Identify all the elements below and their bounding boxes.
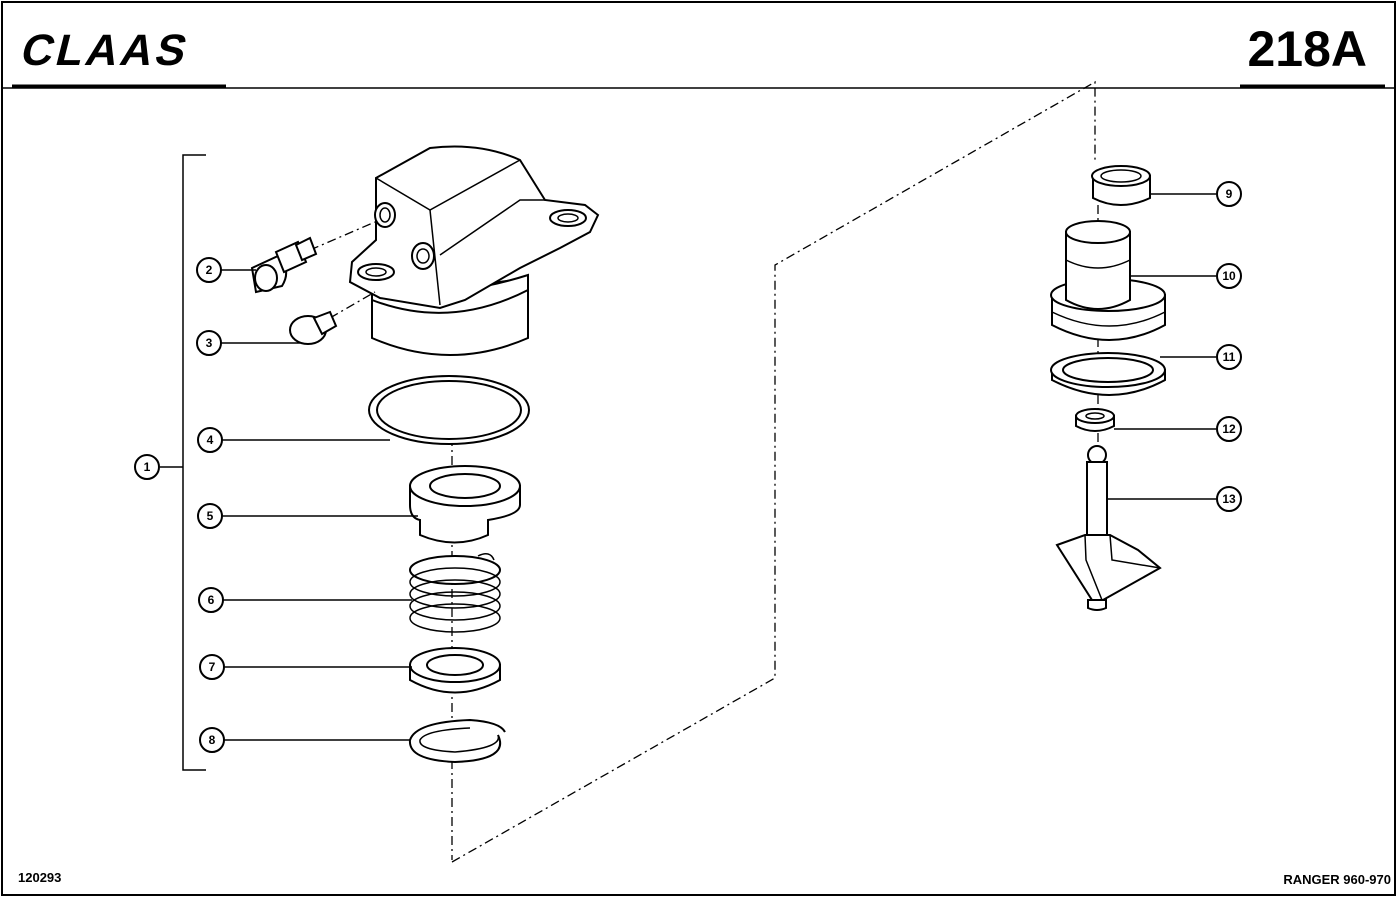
bushing-part	[409, 465, 521, 544]
callout-9-label: 9	[1226, 187, 1233, 201]
seal-ring-part	[1050, 352, 1166, 396]
page-number: 218A	[1247, 21, 1367, 77]
callout-8-label: 8	[209, 733, 216, 747]
callout-3-label: 3	[206, 336, 213, 350]
callout-1: 1	[134, 454, 160, 480]
callout-9: 9	[1216, 181, 1242, 207]
claas-logo: CLAAS	[16, 27, 195, 75]
callout-13-label: 13	[1222, 492, 1236, 506]
callout-11-label: 11	[1223, 350, 1236, 364]
assembly-bracket	[160, 154, 206, 771]
leader-lines	[221, 193, 1216, 741]
callout-4-label: 4	[207, 433, 214, 447]
housing-part	[348, 145, 600, 356]
o-ring-part	[368, 375, 530, 445]
callout-13: 13	[1216, 486, 1242, 512]
callout-6: 6	[198, 587, 224, 613]
callout-10: 10	[1216, 263, 1242, 289]
callout-2: 2	[196, 257, 222, 283]
callout-12: 12	[1216, 416, 1242, 442]
drawing-id: 120293	[18, 870, 61, 885]
callout-11: 11	[1216, 344, 1242, 370]
callout-6-label: 6	[208, 593, 215, 607]
plug-part	[289, 291, 376, 345]
callout-12-label: 12	[1222, 422, 1236, 436]
callout-8: 8	[199, 727, 225, 753]
logo-wordmark: CLAAS	[16, 27, 195, 75]
model-name: RANGER 960-970	[1283, 872, 1391, 887]
fitting-part	[250, 221, 376, 294]
spring-part	[409, 553, 501, 633]
washer-part	[409, 647, 501, 694]
snap-ring-part	[408, 718, 506, 764]
callout-5-label: 5	[207, 509, 214, 523]
callout-5: 5	[197, 503, 223, 529]
callout-10-label: 10	[1222, 269, 1236, 283]
callout-4: 4	[197, 427, 223, 453]
callout-7-label: 7	[209, 660, 216, 674]
callout-3: 3	[196, 330, 222, 356]
callout-7: 7	[199, 654, 225, 680]
small-ring-part	[1075, 408, 1115, 432]
piston-part	[1050, 220, 1166, 341]
sleeve-part	[1091, 165, 1151, 206]
assembly-axis-lines	[451, 80, 1099, 863]
valve-pin-part	[1055, 445, 1162, 611]
callout-2-label: 2	[206, 263, 213, 277]
callout-1-label: 1	[144, 460, 151, 474]
